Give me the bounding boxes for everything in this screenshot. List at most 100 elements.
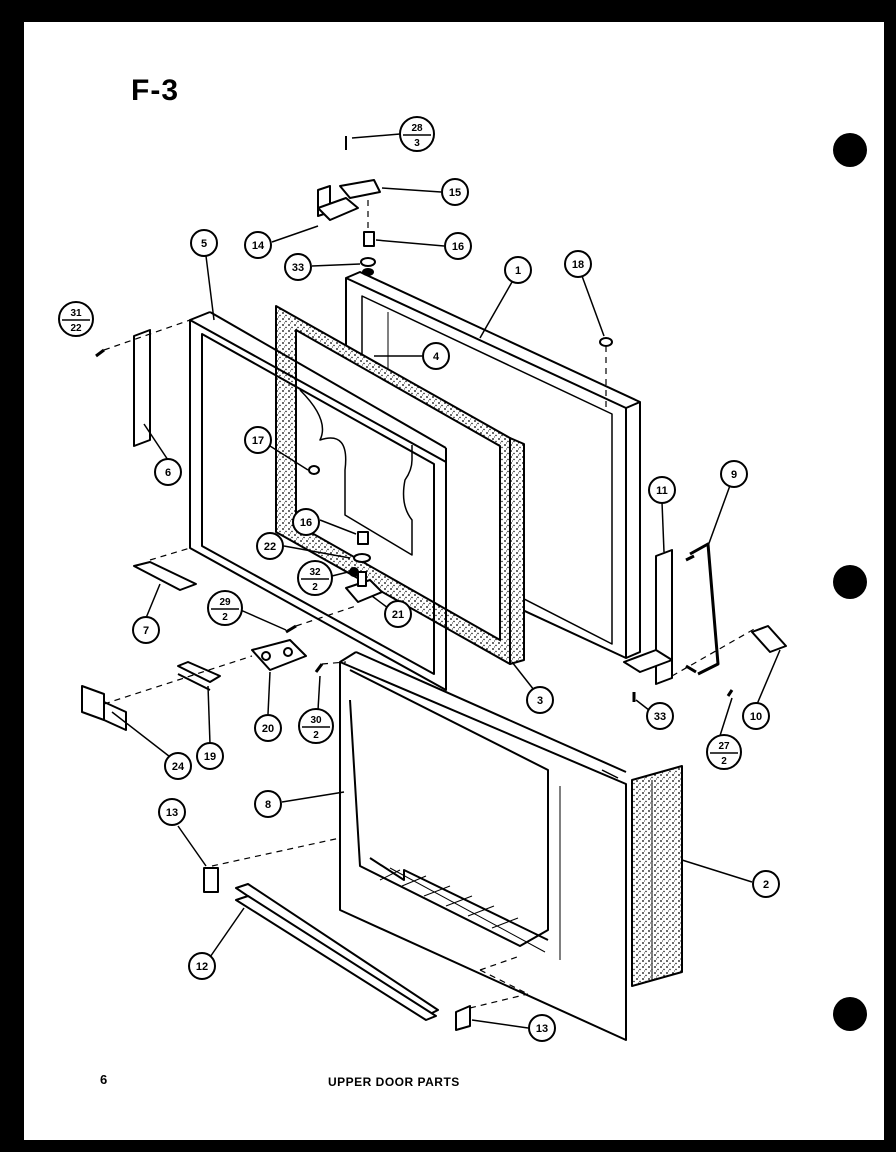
clip-part-13-bottom xyxy=(455,1005,471,1031)
callout-number: 10 xyxy=(750,711,762,723)
callout-30-2: 30 2 xyxy=(298,708,334,744)
callout-number: 7 xyxy=(143,625,149,637)
bracket-part-11 xyxy=(623,549,673,685)
callout-number: 22 xyxy=(264,541,276,553)
callout-number: 8 xyxy=(265,799,271,811)
page-number: 6 xyxy=(100,1072,108,1087)
callout-10: 10 xyxy=(742,702,770,730)
callout-denominator: 2 xyxy=(721,756,727,767)
callout-8: 8 xyxy=(254,790,282,818)
hinge-plate-part-24 xyxy=(81,685,127,731)
strip-part-6 xyxy=(133,329,151,447)
callout-33-right: 33 xyxy=(646,702,674,730)
callout-number: 33 xyxy=(292,262,304,274)
leader-lines xyxy=(111,133,781,1029)
callout-numerator: 29 xyxy=(219,597,231,608)
callout-denominator: 2 xyxy=(222,612,228,623)
callout-number: 14 xyxy=(252,240,265,252)
callout-number: 16 xyxy=(300,517,312,529)
callout-29-2: 29 2 xyxy=(207,590,243,626)
callout-4: 4 xyxy=(422,342,450,370)
callout-2: 2 xyxy=(752,870,780,898)
handle-trim xyxy=(631,765,683,987)
figure-caption: UPPER DOOR PARTS xyxy=(328,1075,460,1089)
callout-number: 9 xyxy=(731,469,737,481)
callout-numerator: 28 xyxy=(411,123,423,134)
callout-19: 19 xyxy=(196,742,224,770)
cap-part-10 xyxy=(751,625,787,653)
callout-number: 3 xyxy=(537,695,543,707)
callout-33-top: 33 xyxy=(284,253,312,281)
callout-numerator: 31 xyxy=(70,308,82,319)
callout-number: 12 xyxy=(196,961,208,973)
callout-denominator: 2 xyxy=(313,730,319,741)
callout-22: 22 xyxy=(256,532,284,560)
clip-part-13-left xyxy=(203,867,219,893)
callouts: 28 3 15 14 16 33 1 18 5 xyxy=(58,116,780,1042)
callout-18: 18 xyxy=(564,250,592,278)
callout-13-bottom: 13 xyxy=(528,1014,556,1042)
callout-number: 24 xyxy=(172,761,185,773)
callout-24: 24 xyxy=(164,752,192,780)
callout-32-2: 32 2 xyxy=(297,560,333,596)
binder-hole-middle xyxy=(833,565,867,599)
callout-number: 16 xyxy=(452,241,464,253)
hinge-part-21 xyxy=(345,571,383,603)
top-hinge-bracket xyxy=(317,136,381,276)
callout-16-top: 16 xyxy=(444,232,472,260)
callout-27-2: 27 2 xyxy=(706,734,742,770)
callout-31-22: 31 22 xyxy=(58,301,94,337)
callout-number: 21 xyxy=(392,609,404,621)
hinge-bracket-part-20 xyxy=(251,639,307,671)
door-gasket xyxy=(189,311,447,691)
callout-13-left: 13 xyxy=(158,798,186,826)
callout-number: 13 xyxy=(166,807,178,819)
callout-6: 6 xyxy=(154,458,182,486)
callout-14: 14 xyxy=(244,231,272,259)
callout-number: 33 xyxy=(654,711,666,723)
guide-lines xyxy=(103,200,757,1009)
callout-denominator: 3 xyxy=(414,138,420,149)
callout-number: 15 xyxy=(449,187,461,199)
callout-number: 1 xyxy=(515,265,521,277)
callout-number: 2 xyxy=(763,879,769,891)
callout-number: 18 xyxy=(572,259,584,271)
callout-5: 5 xyxy=(190,229,218,257)
door-inner-liner xyxy=(339,651,627,1041)
callout-number: 4 xyxy=(433,351,440,363)
callout-numerator: 32 xyxy=(309,567,321,578)
callout-7: 7 xyxy=(132,616,160,644)
hinge-part-19 xyxy=(177,661,221,691)
callout-numerator: 27 xyxy=(718,741,730,752)
callout-number: 19 xyxy=(204,751,216,763)
door-handle xyxy=(685,542,720,676)
hinge-bushing-mid xyxy=(308,465,371,577)
callout-number: 11 xyxy=(656,485,668,497)
bottom-rail xyxy=(235,883,439,1021)
binder-hole-bottom xyxy=(833,997,867,1031)
callout-9: 9 xyxy=(720,460,748,488)
callout-21: 21 xyxy=(384,600,412,628)
callout-11: 11 xyxy=(648,476,676,504)
callout-number: 13 xyxy=(536,1023,548,1035)
callout-17: 17 xyxy=(244,426,272,454)
callout-3: 3 xyxy=(526,686,554,714)
callout-denominator: 22 xyxy=(70,323,82,334)
callout-28-3: 28 3 xyxy=(399,116,435,152)
callout-number: 20 xyxy=(262,723,274,735)
callout-1: 1 xyxy=(504,256,532,284)
callout-numerator: 30 xyxy=(310,715,322,726)
callout-20: 20 xyxy=(254,714,282,742)
callout-number: 5 xyxy=(201,238,207,250)
callout-denominator: 2 xyxy=(312,582,318,593)
callout-number: 17 xyxy=(252,435,264,447)
strip-part-7 xyxy=(133,561,197,591)
callout-12: 12 xyxy=(188,952,216,980)
callout-15: 15 xyxy=(441,178,469,206)
callout-number: 6 xyxy=(165,467,171,479)
figure-id: F-3 xyxy=(131,74,179,107)
binder-hole-top xyxy=(833,133,867,167)
callout-16-mid: 16 xyxy=(292,508,320,536)
